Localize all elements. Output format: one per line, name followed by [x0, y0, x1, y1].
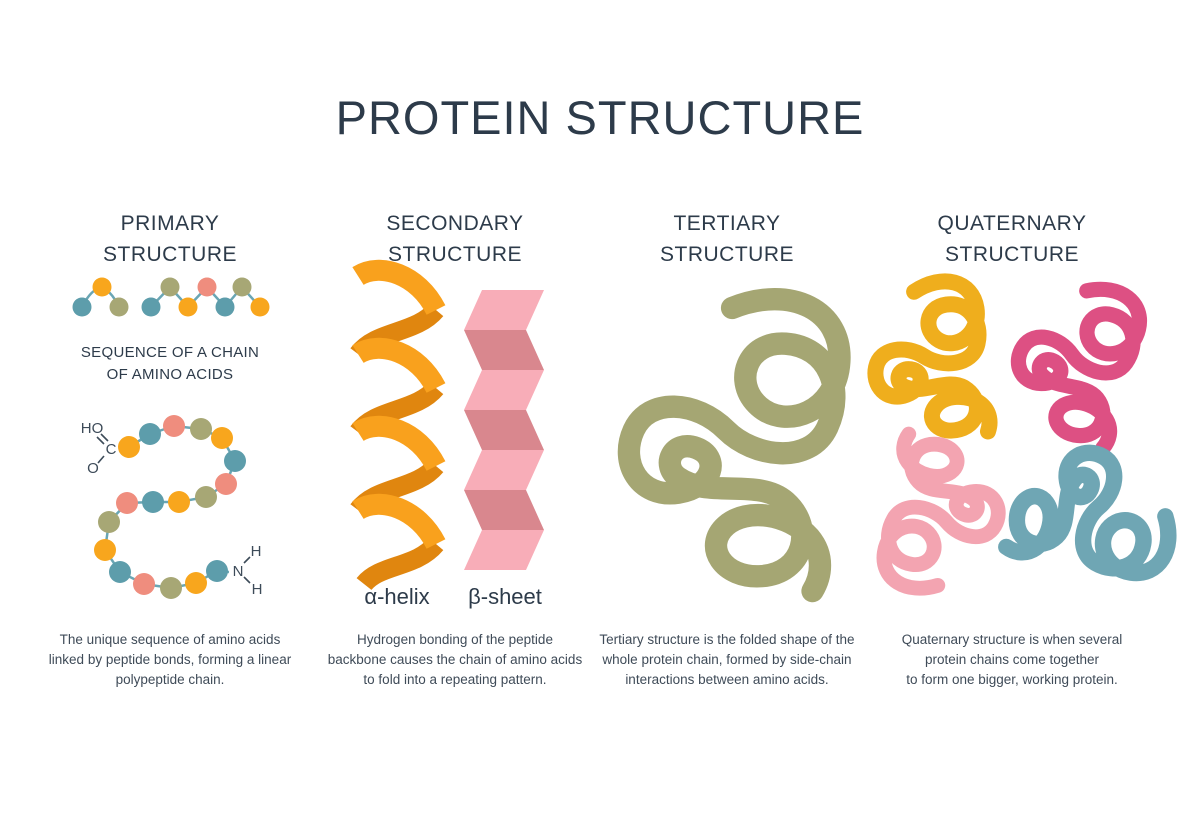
- amino-acid-bead-yellow: [250, 297, 270, 317]
- carbon-label: C: [106, 441, 117, 458]
- caption-primary: The unique sequence of amino acids linke…: [48, 632, 292, 687]
- amino-acid-bead-teal: [109, 561, 131, 583]
- amino-acid-bead-salmon: [163, 415, 185, 437]
- amino-acid-bead-teal: [215, 297, 235, 317]
- beta-sheet-label: β-sheet: [468, 584, 542, 609]
- helix-front-strands: [352, 259, 446, 550]
- sheet-face: [464, 450, 544, 490]
- amino-acid-bead-teal: [206, 560, 228, 582]
- sheet-face: [464, 370, 544, 410]
- amino-acid-bead-teal: [142, 491, 164, 513]
- page-title: PROTEIN STRUCTURE: [335, 91, 865, 144]
- caption-secondary: Hydrogen bonding of the peptide backbone…: [327, 632, 583, 687]
- amino-acid-bead-salmon: [197, 277, 217, 297]
- amine-group: [243, 556, 251, 584]
- sheet-face: [464, 490, 544, 530]
- tertiary-chain: [629, 299, 840, 591]
- amino-acid-bead-teal: [139, 423, 161, 445]
- heading-secondary-structure: SECONDARY STRUCTURE: [386, 212, 524, 266]
- hydroxyl-label: HO: [81, 420, 104, 437]
- protein-subunit-magenta: [1006, 277, 1145, 451]
- protein-subunit-pink: [881, 433, 1004, 595]
- quaternary-structure-illustration: [858, 276, 1168, 612]
- amino-acid-bead-olive: [109, 297, 129, 317]
- amino-acid-bead-salmon: [116, 492, 138, 514]
- amino-acid-bead-yellow: [94, 539, 116, 561]
- polypeptide-chain-diagram: HO C O N H H: [81, 415, 263, 599]
- amino-acid-bead-yellow: [92, 277, 112, 297]
- amino-acid-bead-yellow: [211, 427, 233, 449]
- protein-subunit-teal: [1005, 446, 1175, 575]
- amino-acid-bead-teal: [224, 450, 246, 472]
- sheet-face: [464, 330, 544, 370]
- amino-acid-bead-yellow: [178, 297, 198, 317]
- amino-acid-bead-olive: [195, 486, 217, 508]
- heading-quaternary-structure: QUATERNARY STRUCTURE: [937, 212, 1087, 266]
- oxygen-label: O: [87, 460, 99, 477]
- alpha-helix-label: α-helix: [364, 584, 430, 609]
- amino-acid-bead-yellow: [168, 491, 190, 513]
- amino-acid-bead-olive: [190, 418, 212, 440]
- sheet-face: [464, 530, 544, 570]
- amino-acid-bead-yellow: [118, 436, 140, 458]
- sheet-face: [464, 290, 544, 330]
- amino-acid-bead-teal: [141, 297, 161, 317]
- carboxyl-group: [96, 433, 109, 464]
- beta-sheet-illustration: [464, 290, 544, 570]
- hydrogen-top-label: H: [251, 543, 262, 560]
- amino-acid-bead-olive: [232, 277, 252, 297]
- tertiary-structure-illustration: [595, 282, 893, 614]
- alpha-helix-illustration: [350, 259, 446, 591]
- amino-acid-bead-teal: [72, 297, 92, 317]
- mini-beads-left: [72, 277, 129, 317]
- heading-primary-structure: PRIMARY STRUCTURE: [103, 212, 237, 266]
- chain-beads: [94, 415, 246, 599]
- amino-acid-bead-olive: [160, 277, 180, 297]
- hydrogen-bottom-label: H: [252, 581, 263, 598]
- amino-acid-bead-salmon: [215, 473, 237, 495]
- amino-acid-chain-short-diagram: [72, 277, 270, 317]
- heading-tertiary-structure: TERTIARY STRUCTURE: [660, 212, 794, 266]
- amino-acid-bead-olive: [98, 511, 120, 533]
- mini-beads-right: [141, 277, 270, 317]
- amino-acid-bead-salmon: [133, 573, 155, 595]
- nitrogen-label: N: [233, 563, 244, 580]
- amino-acid-bead-olive: [160, 577, 182, 599]
- sheet-face: [464, 410, 544, 450]
- protein-subunit-yellow: [859, 275, 1002, 452]
- caption-tertiary: Tertiary structure is the folded shape o…: [599, 632, 855, 687]
- amino-acid-bead-yellow: [185, 572, 207, 594]
- sequence-label: SEQUENCE OF A CHAIN OF AMINO ACIDS: [80, 344, 260, 383]
- caption-quaternary: Quaternary structure is when several pro…: [901, 632, 1123, 687]
